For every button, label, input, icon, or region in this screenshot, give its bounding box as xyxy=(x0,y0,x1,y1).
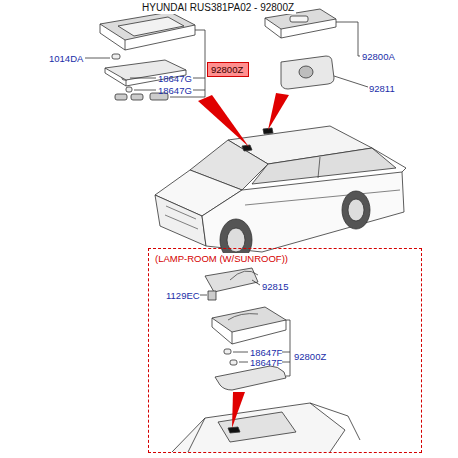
drawing-stroke xyxy=(155,195,206,246)
drawing-stroke xyxy=(85,58,110,59)
callout-number: 18647G xyxy=(158,85,192,96)
callout-number: 92811 xyxy=(369,83,395,94)
drawing-stroke xyxy=(228,314,258,320)
drawing-stroke xyxy=(318,157,320,178)
drawing-stroke xyxy=(342,191,370,229)
drawing-stroke xyxy=(212,307,286,332)
callout-number: 18647G xyxy=(158,73,192,84)
drawing-stroke xyxy=(299,66,313,78)
drawing-stroke xyxy=(282,320,290,376)
node-label: 92800Z xyxy=(211,64,245,75)
callout-number: 92800A xyxy=(362,51,395,62)
drawing-stroke xyxy=(118,17,184,36)
drawing-stroke xyxy=(348,199,364,221)
map-lamp-exploded xyxy=(265,9,368,89)
drawing-stroke xyxy=(290,16,308,22)
drawing-stroke xyxy=(165,206,198,229)
drawing-stroke xyxy=(200,295,207,296)
callout-number: 18647F xyxy=(250,347,282,358)
sunroof-lamp-exploded xyxy=(200,268,290,390)
drawing-stroke xyxy=(126,87,132,92)
drawing-stroke xyxy=(310,403,360,440)
variant-region: (LAMP-ROOM (W/SUNROOF)) xyxy=(148,248,422,453)
part-number-box: 92800Z xyxy=(207,62,249,77)
drawing-stroke xyxy=(230,271,258,280)
drawing-stroke xyxy=(202,172,404,252)
drawing-stroke xyxy=(232,332,233,344)
drawing-stroke xyxy=(208,291,216,300)
drawing-stroke xyxy=(188,418,205,452)
drawing-stroke xyxy=(252,280,260,285)
drawing-stroke xyxy=(228,427,240,433)
drawing-stroke xyxy=(252,148,396,184)
callout-number: 92815 xyxy=(262,281,288,292)
drawing-stroke xyxy=(263,128,273,134)
drawing-stroke xyxy=(115,94,127,100)
drawing-stroke xyxy=(281,29,282,38)
callout-number: 92800Z xyxy=(294,351,326,362)
callout-number: 1014DA xyxy=(49,53,83,64)
drawing-stroke xyxy=(85,9,406,452)
callout-number: 1129EC xyxy=(166,290,200,301)
drawing-stroke xyxy=(134,90,156,91)
drawing-stroke xyxy=(336,22,360,56)
drawing-stroke xyxy=(232,392,245,428)
room-lamp-exploded xyxy=(100,12,195,100)
drawing-stroke xyxy=(281,56,334,89)
drawing-stroke xyxy=(125,40,126,50)
drawing-stroke xyxy=(372,148,406,172)
leader-lines xyxy=(85,30,205,97)
drawing-stroke xyxy=(130,78,156,79)
callout-number: 18647F xyxy=(250,357,282,368)
diagram-title: HYUNDAI RUS381PA02 - 92800Z xyxy=(140,2,296,14)
drawing-stroke xyxy=(334,76,368,87)
drawing-stroke xyxy=(224,349,231,354)
drawing-stroke xyxy=(126,80,127,86)
drawing-stroke xyxy=(172,403,345,452)
drawing-stroke xyxy=(212,318,286,344)
node-label: (LAMP-ROOM (W/SUNROOF)) xyxy=(154,253,289,264)
sedan-roof-fragment xyxy=(172,403,360,452)
drawing-stroke xyxy=(242,145,252,151)
drawing-stroke xyxy=(233,352,248,362)
drawing-stroke xyxy=(205,268,258,292)
drawing-stroke xyxy=(131,94,143,100)
drawing-stroke xyxy=(230,360,237,365)
drawing-stroke xyxy=(245,190,400,205)
drawing-stroke xyxy=(112,54,120,59)
sedan-body xyxy=(155,126,406,261)
drawing-stroke xyxy=(198,95,249,147)
drawing-stroke xyxy=(268,93,289,130)
drawing-stroke xyxy=(215,366,286,390)
drawing-stroke xyxy=(100,12,195,40)
drawing-stroke xyxy=(218,412,296,442)
